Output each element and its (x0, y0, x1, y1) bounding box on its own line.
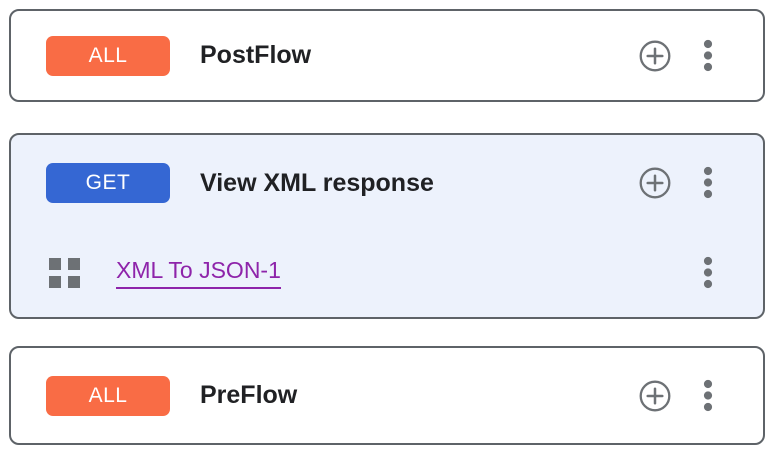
flow-card-postflow[interactable]: ALL PostFlow (9, 9, 765, 102)
add-circle-outline-icon (638, 39, 672, 73)
more-menu-button[interactable] (696, 39, 720, 73)
more-vert-icon (703, 379, 713, 413)
flow-name: PreFlow (200, 381, 298, 409)
add-step-button[interactable] (638, 39, 672, 73)
add-circle-outline-icon (638, 379, 672, 413)
policy-more-menu-button[interactable] (696, 256, 720, 290)
more-vert-icon (703, 39, 713, 73)
more-vert-icon (703, 166, 713, 200)
method-badge: ALL (46, 375, 170, 416)
method-badge: GET (46, 163, 170, 203)
flow-name: PostFlow (200, 41, 312, 69)
grid-icon (48, 256, 81, 290)
add-step-button[interactable] (638, 379, 672, 413)
more-vert-icon (703, 256, 713, 290)
more-menu-button[interactable] (696, 166, 720, 200)
flow-row: ALL PostFlow (11, 11, 763, 100)
flow-row: GET View XML response (11, 135, 763, 231)
method-badge: ALL (46, 35, 170, 76)
policy-link[interactable]: XML To JSON-1 (116, 257, 281, 289)
flow-card-preflow[interactable]: ALL PreFlow (9, 346, 765, 445)
add-step-button[interactable] (638, 166, 672, 200)
add-circle-outline-icon (638, 166, 672, 200)
more-menu-button[interactable] (696, 379, 720, 413)
policy-row: XML To JSON-1 (11, 231, 763, 315)
flow-name: View XML response (200, 168, 434, 197)
flow-row: ALL PreFlow (11, 348, 763, 443)
flow-card-view-xml-response[interactable]: GET View XML response (9, 133, 765, 319)
